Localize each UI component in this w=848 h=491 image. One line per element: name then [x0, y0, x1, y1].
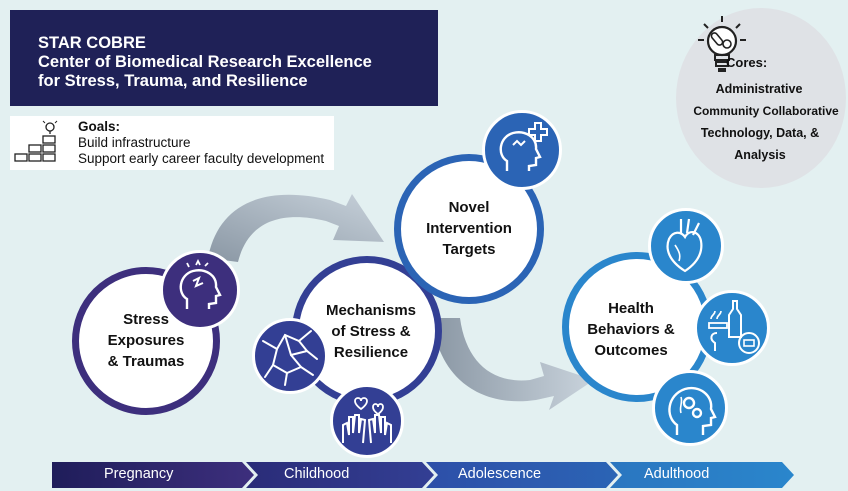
timeline-segment-childhood [246, 462, 434, 488]
hands-icon-circle [330, 384, 404, 458]
title-banner: STAR COBRE Center of Biomedical Research… [10, 10, 438, 106]
brain-gears-icon [668, 386, 717, 435]
stress-label-line-1: Stress [123, 311, 169, 328]
mechanisms-label-line-1: Mechanisms [325, 302, 417, 319]
goals-item-2: Support early career faculty development [78, 151, 325, 166]
stress-icon-circle [160, 250, 240, 330]
neuron-network-icon [262, 330, 318, 386]
arrow-to-mechanisms [208, 194, 384, 262]
mechanisms-label: Mechanisms of Stress & Resilience [296, 300, 446, 363]
novel-label-line-3: Targets [442, 241, 496, 258]
novel-label-line-1: Novel [448, 199, 490, 216]
health-outcomes-label: Health Behaviors & Outcomes [556, 298, 706, 361]
network-icon-circle [252, 318, 328, 394]
health-label-line-2: Behaviors & [587, 321, 675, 338]
brain-icon-circle [652, 370, 728, 446]
cores-item-1: Administrative [715, 82, 803, 96]
novel-icon-circle [482, 110, 562, 190]
novel-label-line-2: Intervention [426, 220, 512, 237]
mechanisms-label-line-3: Resilience [333, 344, 409, 361]
cores-item-3: Technology, Data, & [700, 126, 820, 140]
lightbulb-stairs-icon [14, 120, 58, 162]
timeline-segment-adolescence [426, 462, 618, 488]
hands-hearts-icon [342, 397, 392, 444]
timeline-segment-adulthood [610, 462, 794, 488]
head-medical-cross-icon [499, 122, 548, 171]
timeline-label-adolescence: Adolescence [458, 466, 542, 482]
stress-label-line-2: Exposures [107, 332, 185, 349]
timeline-label-pregnancy: Pregnancy [104, 466, 174, 482]
cores-item-2: Community Collaborative [693, 104, 839, 118]
novel-intervention-label: Novel Intervention Targets [394, 197, 544, 260]
title-line-3: for Stress, Trauma, and Resilience [38, 72, 308, 90]
cores-heading: Cores: [726, 55, 768, 70]
goals-item-1: Build infrastructure [78, 135, 191, 150]
anatomical-heart-icon [666, 218, 703, 273]
goals-box: Goals: Build infrastructure Support earl… [10, 116, 334, 170]
mechanisms-label-line-2: of Stress & [331, 323, 411, 340]
cores-circle [676, 8, 846, 188]
substances-icon-circle [694, 290, 770, 366]
heart-icon-circle [648, 208, 724, 284]
title-line-1: STAR COBRE [38, 34, 146, 52]
cores-item-4: Analysis [734, 148, 786, 162]
title-line-2: Center of Biomedical Research Excellence [38, 53, 372, 71]
lightbulb-pills-icon [698, 16, 746, 72]
stress-label-line-3: & Traumas [107, 353, 185, 370]
substances-icon [708, 300, 760, 354]
health-label-line-3: Outcomes [594, 342, 668, 359]
stress-exposures-label: Stress Exposures & Traumas [72, 309, 220, 372]
timeline-bar [52, 462, 794, 488]
stressed-head-icon [179, 258, 222, 309]
timeline-label-childhood: Childhood [284, 466, 350, 482]
timeline-segment-pregnancy [52, 462, 254, 488]
arrow-to-health [432, 318, 594, 410]
goals-heading: Goals: [78, 119, 121, 134]
health-label-line-1: Health [608, 300, 654, 317]
timeline-label-adulthood: Adulthood [644, 466, 710, 482]
